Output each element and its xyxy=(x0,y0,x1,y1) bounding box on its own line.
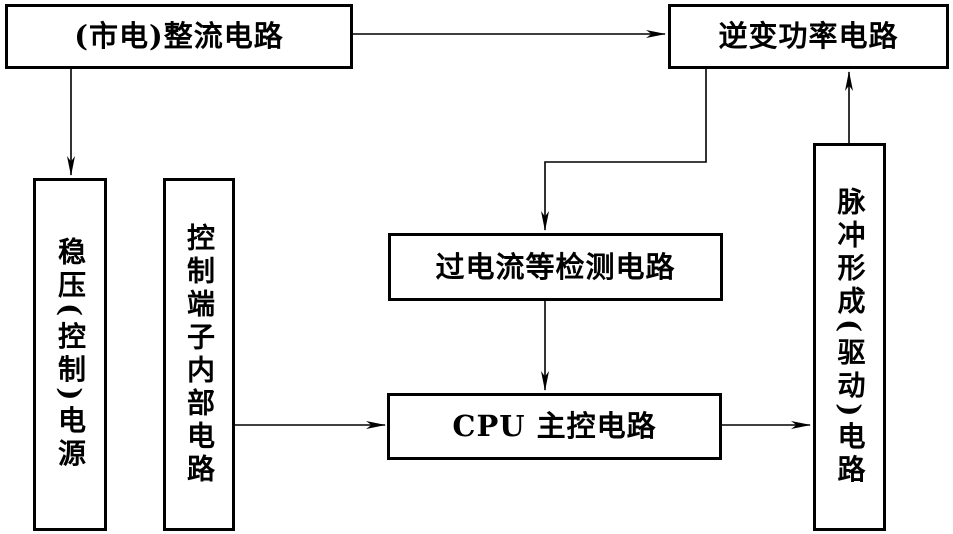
node-terminal-label: 控制端子内部电路 xyxy=(183,222,216,487)
node-inverter-power-circuit: 逆变功率电路 xyxy=(668,4,949,69)
node-cpu-label: CPU 主控电路 xyxy=(452,409,657,443)
node-regulated-control-power-supply: 稳压(控制)电源 xyxy=(33,178,107,531)
edge-inverter-to-detector xyxy=(541,69,707,231)
node-rectifier-label: (市电)整流电路 xyxy=(74,19,284,53)
node-rectifier-circuit: (市电)整流电路 xyxy=(5,4,353,69)
node-control-terminal-internal-circuit: 控制端子内部电路 xyxy=(163,178,235,531)
node-cpu-main-control-circuit: CPU 主控电路 xyxy=(387,393,722,460)
node-regulator-label: 稳压(控制)电源 xyxy=(54,237,87,472)
node-pulse-forming-drive-circuit: 脉冲形成(驱动)电路 xyxy=(813,143,886,531)
node-overcurrent-detection-circuit: 过电流等检测电路 xyxy=(388,233,723,301)
node-pulse-label: 脉冲形成(驱动)电路 xyxy=(833,186,867,488)
node-detector-label: 过电流等检测电路 xyxy=(435,249,676,284)
node-inverter-label: 逆变功率电路 xyxy=(718,19,899,53)
